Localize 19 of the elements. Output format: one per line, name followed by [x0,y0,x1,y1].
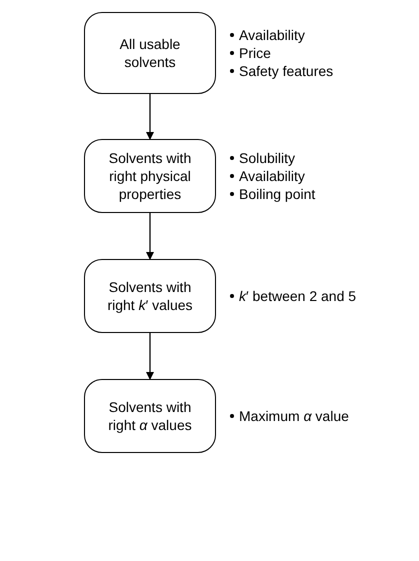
process-box [84,259,216,333]
process-box [84,139,216,213]
bullet-item: Safety features [239,62,334,80]
box-label: Solvents with right α values [107,398,193,434]
bullet-item: Availability [239,26,305,44]
bullet-item: Solubility [239,149,296,167]
bullet-item: Boiling point [239,185,316,203]
bullet-item: Maximum α value [239,407,349,425]
arrow [146,213,154,260]
bullet-item: Availability [239,167,305,185]
box-label: Solvents with right physical properties [108,149,192,203]
bullet-item: k′ between 2 and 5 [239,287,356,305]
arrow [146,94,154,140]
process-box [84,379,216,453]
arrow [146,333,154,380]
box-label: Solvents with right k′ values [106,278,194,314]
process-box [84,12,216,94]
box-label: All usable solvents [118,35,182,71]
bullet-item: Price [239,44,271,62]
